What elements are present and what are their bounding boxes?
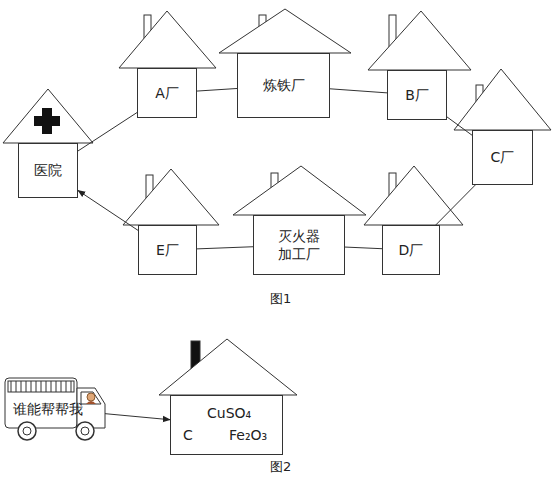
roof bbox=[159, 339, 297, 395]
factory-house: D厂 bbox=[382, 225, 440, 275]
factory-house: 灭火器 加工厂 bbox=[253, 215, 345, 275]
truck-sign: 谁能帮帮我 bbox=[13, 400, 83, 418]
roof bbox=[119, 11, 216, 68]
house-name: 灭火器 加工厂 bbox=[275, 227, 323, 263]
truck-box: 谁能帮帮我 bbox=[5, 378, 105, 440]
house-name: C bbox=[183, 426, 193, 444]
house-name: 炼铁厂 bbox=[263, 76, 305, 94]
factory-house: B厂 bbox=[387, 70, 447, 120]
connector-line bbox=[345, 247, 382, 249]
roof bbox=[3, 89, 93, 143]
house-name: B厂 bbox=[405, 86, 429, 104]
factory-house: C厂 bbox=[472, 130, 533, 185]
roof bbox=[233, 166, 366, 215]
house-name: D厂 bbox=[399, 241, 424, 259]
connector-line bbox=[78, 113, 137, 151]
roof bbox=[219, 9, 351, 53]
connector-line bbox=[197, 247, 253, 249]
truck-drawing bbox=[5, 378, 105, 440]
roof bbox=[368, 11, 471, 70]
house-name: E厂 bbox=[156, 241, 179, 259]
connector-line bbox=[330, 89, 387, 93]
connector-arrow bbox=[105, 414, 170, 420]
house-name: 医院 bbox=[34, 161, 62, 179]
connector-line bbox=[197, 88, 237, 91]
house-name: CuSO₄ bbox=[207, 404, 251, 422]
factory-house: E厂 bbox=[138, 225, 197, 275]
roof bbox=[454, 69, 551, 130]
house-name: Fe₂O₃ bbox=[229, 426, 267, 444]
figure-caption: 图1 bbox=[270, 290, 291, 308]
figure-caption: 图2 bbox=[270, 458, 291, 476]
house-name: C厂 bbox=[491, 148, 515, 166]
house-name: A厂 bbox=[155, 84, 179, 102]
factory-house: 炼铁厂 bbox=[237, 53, 330, 118]
roof bbox=[364, 166, 463, 225]
factory-house: 医院 bbox=[18, 143, 78, 198]
roof bbox=[123, 169, 219, 225]
factory-house: A厂 bbox=[137, 68, 197, 118]
factory-house: CuSO₄ C Fe₂O₃ bbox=[170, 395, 283, 455]
